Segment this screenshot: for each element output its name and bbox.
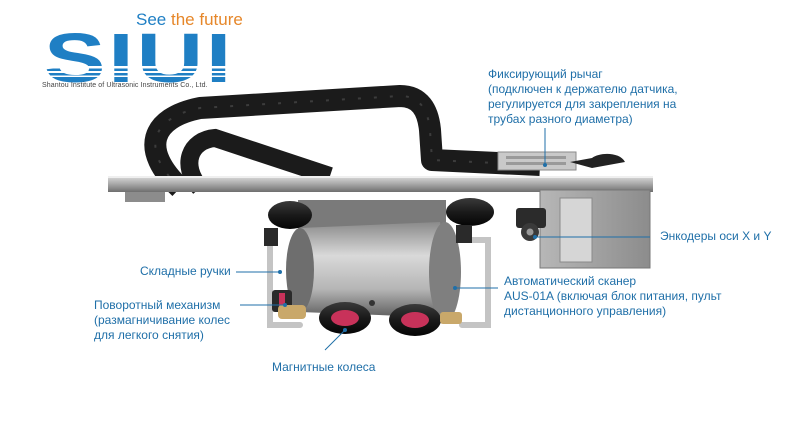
callout-fixing-lever: Фиксирующий рычаг (подключен к держателю…	[488, 67, 678, 127]
callout-magnetic-wheels: Магнитные колеса	[272, 360, 375, 375]
callout-rotation-mechanism: Поворотный механизм (размагничивание кол…	[94, 298, 230, 343]
callout-fixing-lever-line3: регулируется для закрепления на	[488, 97, 677, 111]
callout-scanner: Автоматический сканер AUS-01A (включая б…	[504, 274, 721, 319]
callout-rotation-line2: (размагничивание колес	[94, 313, 231, 327]
callout-fixing-lever-line4: трубах разного диаметра)	[488, 112, 633, 126]
callout-fixing-lever-line1: Фиксирующий рычаг	[488, 67, 603, 81]
callout-scanner-line2: AUS-01A (включая блок питания, пульт	[504, 289, 722, 303]
callout-magnetic-wheels-line1: Магнитные колеса	[272, 360, 376, 374]
callout-folding-handles-line1: Складные ручки	[140, 264, 231, 278]
callout-encoders: Энкодеры оси X и Y	[660, 229, 771, 244]
svg-text:SIUI: SIUI	[44, 19, 234, 97]
callout-folding-handles: Складные ручки	[140, 264, 231, 279]
callout-rotation-line1: Поворотный механизм	[94, 298, 221, 312]
siui-logo: SIUI	[40, 19, 236, 97]
company-name: Shantou Institute of Ultrasonic Instrume…	[42, 82, 208, 89]
brand-tagline: See the future	[136, 10, 243, 29]
callout-scanner-line3: дистанционного управления)	[504, 304, 667, 318]
callout-encoders-line1: Энкодеры оси X и Y	[660, 229, 772, 243]
callout-fixing-lever-line2: (подключен к держателю датчика,	[488, 82, 678, 96]
callout-scanner-line1: Автоматический сканер	[504, 274, 637, 288]
callout-rotation-line3: для легкого снятия)	[94, 328, 204, 342]
